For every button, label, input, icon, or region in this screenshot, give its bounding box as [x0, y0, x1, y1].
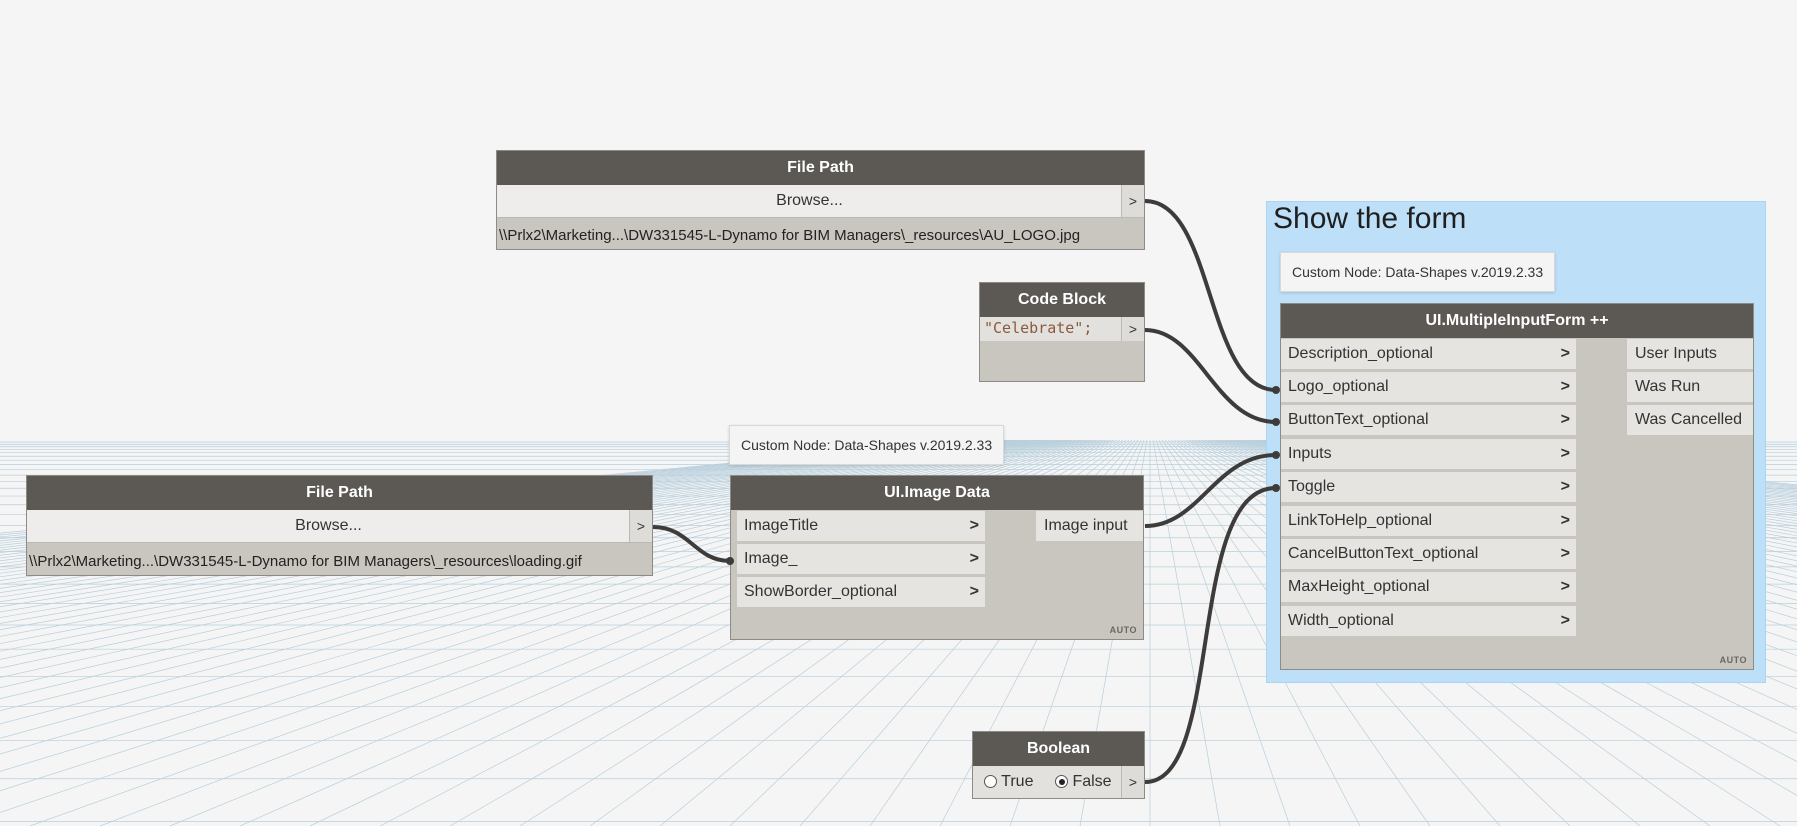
input-port-imagetitle[interactable]: ImageTitle >: [737, 511, 985, 541]
port-label: MaxHeight_optional: [1288, 578, 1430, 595]
input-port-toggle[interactable]: Toggle >: [1281, 472, 1576, 502]
port-label: Was Cancelled: [1635, 411, 1743, 428]
chevron-right-icon: >: [1560, 512, 1570, 529]
file-path-node-logo[interactable]: File Path Browse... > \\Prlx2\Marketing.…: [496, 150, 1145, 250]
group-title[interactable]: Show the form: [1273, 202, 1467, 235]
chevron-right-icon: >: [1560, 578, 1570, 595]
node-title: Code Block: [980, 283, 1144, 317]
output-port-arrow[interactable]: >: [1121, 185, 1144, 217]
port-label: Description_optional: [1288, 345, 1433, 362]
node-title: UI.MultipleInputForm ++: [1281, 304, 1753, 338]
file-path-value: \\Prlx2\Marketing...\DW331545-L-Dynamo f…: [499, 227, 1081, 244]
input-port-maxheight[interactable]: MaxHeight_optional >: [1281, 572, 1576, 602]
chevron-right-icon: >: [1560, 378, 1570, 395]
output-port-was-cancelled[interactable]: Was Cancelled: [1627, 405, 1753, 435]
browse-button[interactable]: Browse... >: [27, 510, 652, 543]
ui-multiple-input-form-node[interactable]: UI.MultipleInputForm ++ Description_opti…: [1280, 303, 1754, 670]
chevron-right-icon: >: [969, 550, 979, 567]
output-port-was-run[interactable]: Was Run: [1627, 372, 1753, 402]
node-title: Boolean: [973, 732, 1144, 766]
output-port-image-input[interactable]: Image input: [1036, 511, 1143, 541]
port-label: Logo_optional: [1288, 378, 1389, 395]
input-port-width[interactable]: Width_optional >: [1281, 606, 1576, 636]
port-label: LinkToHelp_optional: [1288, 512, 1433, 529]
radio-true-label: True: [1001, 773, 1034, 790]
lacing-indicator: AUTO: [1719, 655, 1747, 665]
input-port-logo[interactable]: Logo_optional >: [1281, 372, 1576, 402]
custom-node-tooltip-multiform: Custom Node: Data-Shapes v.2019.2.33: [1280, 252, 1556, 292]
chevron-right-icon: >: [1560, 612, 1570, 629]
input-port-description[interactable]: Description_optional >: [1281, 339, 1576, 369]
node-title: File Path: [497, 151, 1144, 185]
file-path-node-gif[interactable]: File Path Browse... > \\Prlx2\Marketing.…: [26, 475, 653, 576]
file-path-value: \\Prlx2\Marketing...\DW331545-L-Dynamo f…: [29, 553, 582, 570]
radio-false-label: False: [1072, 773, 1112, 790]
input-port-image[interactable]: Image_ >: [737, 544, 985, 574]
chevron-right-icon: >: [1560, 345, 1570, 362]
port-label: Toggle: [1288, 478, 1336, 495]
input-port-cancelbuttontext[interactable]: CancelButtonText_optional >: [1281, 539, 1576, 569]
code-row[interactable]: "Celebrate"; >: [980, 317, 1144, 341]
custom-node-tooltip-imagedata: Custom Node: Data-Shapes v.2019.2.33: [729, 425, 1005, 465]
output-port-arrow[interactable]: >: [1121, 766, 1144, 798]
port-label: Image input: [1044, 517, 1128, 534]
port-label: ButtonText_optional: [1288, 411, 1429, 428]
chevron-right-icon: >: [1560, 445, 1570, 462]
output-port-arrow[interactable]: >: [1121, 317, 1144, 341]
lacing-indicator: AUTO: [1109, 625, 1137, 635]
ui-image-data-node[interactable]: UI.Image Data ImageTitle > Image_ > Show…: [730, 475, 1144, 640]
input-port-buttontext[interactable]: ButtonText_optional >: [1281, 405, 1576, 435]
code-block-node[interactable]: Code Block "Celebrate"; >: [979, 282, 1145, 382]
chevron-right-icon: >: [1560, 545, 1570, 562]
input-port-showborder[interactable]: ShowBorder_optional >: [737, 577, 985, 607]
browse-label: Browse...: [295, 517, 362, 534]
port-label: Was Run: [1635, 378, 1701, 395]
radio-false[interactable]: False: [1055, 766, 1112, 798]
browse-button[interactable]: Browse... >: [497, 185, 1144, 218]
browse-label: Browse...: [776, 192, 843, 209]
port-label: ShowBorder_optional: [744, 583, 897, 600]
input-port-inputs[interactable]: Inputs >: [1281, 439, 1576, 469]
chevron-right-icon: >: [969, 583, 979, 600]
radio-false-icon[interactable]: [1055, 775, 1068, 788]
port-label: CancelButtonText_optional: [1288, 545, 1479, 562]
port-label: Inputs: [1288, 445, 1332, 462]
boolean-node[interactable]: Boolean True False >: [972, 731, 1145, 799]
code-text[interactable]: "Celebrate";: [984, 319, 1093, 337]
output-port-arrow[interactable]: >: [629, 510, 652, 542]
chevron-right-icon: >: [1560, 411, 1570, 428]
boolean-options-row: True False >: [973, 766, 1144, 798]
chevron-right-icon: >: [969, 517, 979, 534]
radio-true-icon[interactable]: [984, 775, 997, 788]
port-label: User Inputs: [1635, 345, 1717, 362]
radio-true[interactable]: True: [984, 766, 1033, 798]
node-title: File Path: [27, 476, 652, 510]
port-label: Width_optional: [1288, 612, 1394, 629]
output-port-user-inputs[interactable]: User Inputs: [1627, 339, 1753, 369]
port-label: ImageTitle: [744, 517, 819, 534]
port-label: Image_: [744, 550, 798, 567]
input-port-linktohelp[interactable]: LinkToHelp_optional >: [1281, 506, 1576, 536]
chevron-right-icon: >: [1560, 478, 1570, 495]
node-title: UI.Image Data: [731, 476, 1143, 510]
